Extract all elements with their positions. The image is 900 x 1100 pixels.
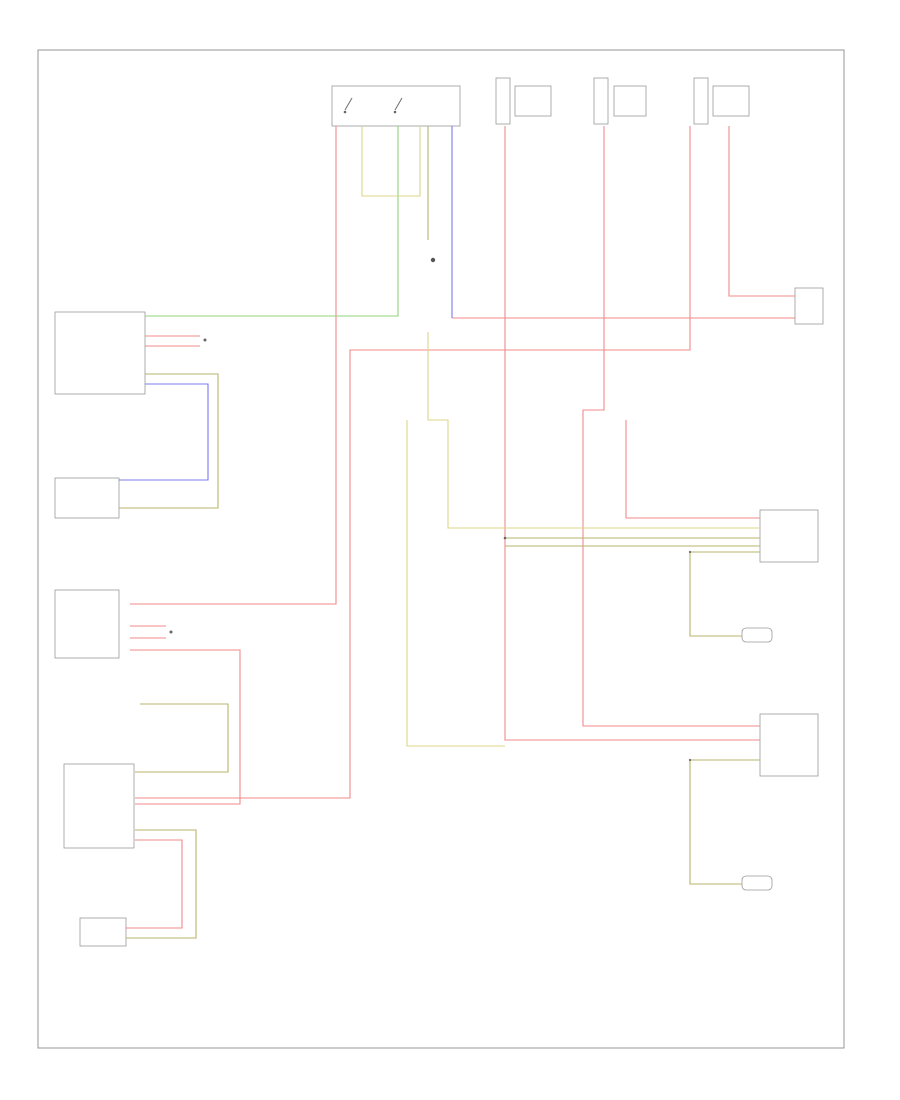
diagram-frame: [37, 49, 845, 1049]
left-module-2: [54, 477, 120, 519]
fuse-block-2: [593, 77, 647, 125]
right-module-3: [759, 713, 819, 777]
green-wires: [145, 126, 399, 317]
left-module-4: [63, 763, 135, 849]
red-wires: [126, 126, 795, 929]
fuse-block-3: [693, 77, 750, 125]
right-module-2: [759, 509, 819, 563]
left-module-5: [79, 917, 127, 947]
junctions: [503, 536, 692, 762]
ground-symbol: [430, 257, 436, 263]
right-module-1: [794, 287, 824, 325]
yellow-wires: [119, 126, 760, 939]
left-module-1: [54, 311, 146, 395]
right-sensor-2: [741, 875, 773, 891]
fuse-block-1: [495, 77, 552, 125]
top-switch-block: [331, 85, 461, 127]
left-stubs: [130, 335, 207, 639]
right-sensor-1: [741, 627, 773, 643]
left-module-3: [54, 589, 120, 659]
blue-wires: [119, 126, 453, 481]
